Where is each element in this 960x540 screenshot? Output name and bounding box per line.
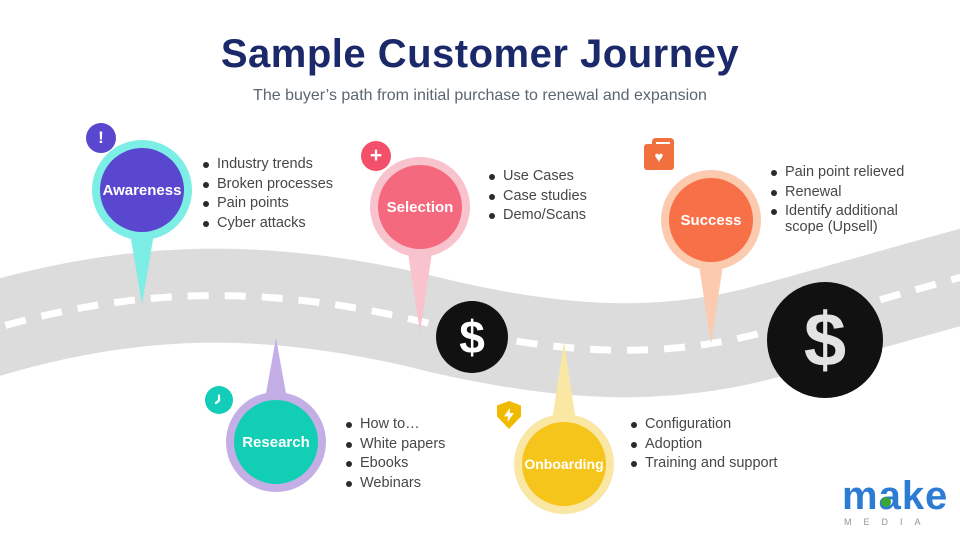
list-item-text: Cyber attacks [217,214,306,231]
list-item: Broken processes [203,175,358,193]
page-title: Sample Customer Journey [220,32,740,76]
list-item-text: White papers [360,435,446,452]
bullet-dot [346,422,352,428]
stage-pin-selection: Selection [378,165,462,249]
make-media-logo: make MEDIA [842,476,960,527]
page-subtitle: The buyer’s path from initial purchase t… [253,87,707,104]
bullet-dot [489,193,495,200]
clock-hands [214,394,221,405]
list-item: Renewal [771,183,921,201]
success-label: Success [680,211,742,229]
bullet-dot [771,189,777,196]
stage-pin-success: Success [669,178,753,262]
dollar-coin-small-icon: $ [436,301,508,373]
logo-green-dot [881,497,891,507]
stage-pin-awareness: Awareness [100,148,184,232]
bullet-dot [771,209,777,215]
list-item-text: Ebooks [360,455,409,471]
exclamation-glyph: ! [98,128,104,147]
list-item-text: How to… [360,416,420,432]
list-item-text: Adoption [645,435,703,452]
onboarding-label: Onboarding [524,456,604,472]
list-item: How to… [346,416,491,433]
clock-icon [205,386,233,414]
list-item-text: Broken processes [217,175,334,192]
list-item: Webinars [346,474,491,492]
dollar-glyph: $ [459,311,485,363]
list-item-text: Pain points [217,195,289,211]
bullet-dot [631,441,637,448]
research-label: Research [242,433,310,451]
awareness-label: Awareness [102,181,182,199]
exclamation-icon: ! [86,123,116,153]
list-item: Identify additional scope (Upsell) [771,203,921,235]
stage-pin-onboarding: Onboarding [522,422,606,506]
bullet-dot [203,220,209,227]
list-item-text: Pain point relieved [785,164,905,180]
logo-wordmark: make [842,474,949,518]
heart-glyph: ♥ [654,148,664,166]
list-item-text: Use Cases [503,168,574,184]
bullet-dot [346,441,352,448]
bag-body: ♥ [644,144,674,170]
list-item: Adoption [631,435,816,453]
list-item: Industry trends [203,156,358,173]
list-item: White papers [346,435,491,453]
list-item: Demo/Scans [489,207,629,224]
bullet-dot [203,162,209,168]
bullet-dot [346,461,352,467]
list-item-text: Case studies [503,187,587,204]
bullet-dot [771,170,777,176]
list-item: Configuration [631,416,816,433]
bullet-dot [346,480,352,487]
bullet-dot [489,213,495,219]
list-item-text: Demo/Scans [503,207,587,223]
shopping-bag-heart-icon: ♥ [644,138,674,172]
list-item: Case studies [489,187,629,205]
list-item-text: Training and support [645,455,778,471]
logo-media-text: MEDIA [844,517,933,527]
list-item: Training and support [631,455,816,472]
list-item-text: Identify additional scope (Upsell) [785,203,898,235]
dollar-glyph: $ [803,297,847,383]
selection-label: Selection [386,198,454,216]
dollar-coin-large-icon: $ [767,282,883,398]
bullet-dot [203,201,209,207]
plus-icon: + [361,141,391,171]
list-item: Pain points [203,195,358,212]
list-item-text: Webinars [360,474,421,491]
lightning-bolt-glyph [504,408,514,422]
bullet-dot [203,181,209,188]
bullet-dot [631,461,637,467]
list-item-text: Industry trends [217,156,313,172]
list-item: Cyber attacks [203,214,358,232]
plus-glyph: + [369,144,383,167]
list-item: Pain point relieved [771,164,921,181]
bullet-dot [489,174,495,180]
stage-pin-research: Research [234,400,318,484]
bullet-dot [631,422,637,428]
list-item-text: Renewal [785,183,842,200]
list-item-text: Configuration [645,416,732,432]
list-item: Use Cases [489,168,629,185]
list-item: Ebooks [346,455,491,472]
